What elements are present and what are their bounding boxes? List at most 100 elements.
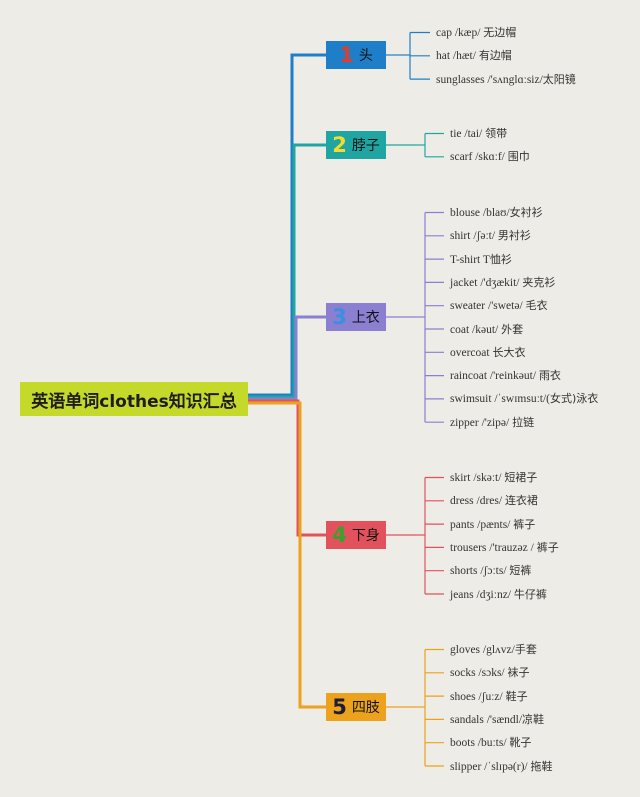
leaf-item: overcoat 长大衣 <box>450 344 525 360</box>
leaf-chinese: 袜子 <box>507 666 530 680</box>
leaf-chinese: 拉链 <box>512 415 535 429</box>
leaf-english: shorts /ʃɔːts/ <box>450 565 510 578</box>
leaf-item: pants /pænts/ 裤子 <box>450 516 535 532</box>
trunk-connector-4 <box>248 399 326 537</box>
leaf-chinese: 连衣裙 <box>504 494 538 508</box>
leaf-english: shirt /ʃəːt/ <box>450 230 498 243</box>
leaf-item: shoes /ʃuːz/ 鞋子 <box>450 688 528 704</box>
leaf-item: jacket /'dʒækit/ 夹克衫 <box>450 274 555 290</box>
leaf-chinese: 靴子 <box>509 736 532 750</box>
leaf-chinese: 手套 <box>514 643 537 656</box>
branch-label: 脖子 <box>351 138 380 154</box>
leaf-chinese: 拖鞋 <box>530 759 553 773</box>
leaf-chinese: 无边帽 <box>483 26 517 39</box>
branch-label: 四肢 <box>351 700 380 716</box>
leaf-chinese: 女式)泳衣 <box>550 392 599 406</box>
leaf-item: cap /kæp/ 无边帽 <box>436 24 516 40</box>
leaf-chinese: 短裙子 <box>504 471 538 484</box>
leaf-english: sandals /'sændl/ <box>450 713 523 726</box>
leaf-english: pants /pænts/ <box>450 518 514 531</box>
branch-label: 上衣 <box>351 310 380 326</box>
leaf-chinese: 长大衣 <box>492 345 526 359</box>
branch-number: 1 <box>339 42 354 67</box>
leaf-english: boots /buːts/ <box>450 737 510 750</box>
leaf-chinese: 太阳镜 <box>542 72 576 86</box>
leaf-chinese: 毛衣 <box>525 299 548 313</box>
leaf-english: trousers /'trauzəz / <box>450 541 537 554</box>
leaf-chinese: 领带 <box>485 127 508 140</box>
leaf-chinese: 凉鞋 <box>522 712 545 726</box>
trunk-connector-2 <box>248 143 326 399</box>
leaf-item: blouse /blaʊ/女衬衫 <box>450 204 543 220</box>
leaf-english: skirt /skəːt/ <box>450 472 505 484</box>
leaf-item: T-shirt T恤衫 <box>450 251 512 267</box>
leaf-english: dress /dres/ <box>450 495 505 508</box>
leaf-chinese: 夹克衫 <box>522 275 556 289</box>
leaf-english: swimsuit /ˈswɪmsuːt/( <box>450 393 550 406</box>
leaf-chinese: 恤衫 <box>489 252 512 266</box>
leaf-english: hat /hæt/ <box>436 50 479 63</box>
leaf-item: socks /sɔks/ 袜子 <box>450 664 530 680</box>
leaf-english: blouse /blaʊ/ <box>450 207 510 219</box>
leaf-item: zipper /'zipə/ 拉链 <box>450 414 534 430</box>
leaf-item: swimsuit /ˈswɪmsuːt/(女式)泳衣 <box>450 390 598 406</box>
leaf-english: tie /tai/ <box>450 128 486 140</box>
trunk-connector-5 <box>248 401 326 709</box>
branch-number: 5 <box>332 694 347 719</box>
leaf-chinese: 男衬衫 <box>497 229 531 243</box>
branch-number: 3 <box>332 304 347 329</box>
leaf-english: coat /kəut/ <box>450 323 502 336</box>
branch-number: 2 <box>332 132 347 157</box>
leaf-item: sweater /'swetə/ 毛衣 <box>450 297 548 313</box>
leaf-chinese: 裤子 <box>513 517 536 531</box>
leaf-chinese: 牛仔裤 <box>513 587 547 601</box>
leaf-item: scarf /skɑːf/ 围巾 <box>450 148 530 164</box>
trunk-connector-3 <box>248 315 326 401</box>
root-node: 英语单词clothes知识汇总 <box>20 382 248 416</box>
leaf-item: sunglasses /'sʌnglɑːsiz/太阳镜 <box>436 71 576 87</box>
leaf-item: raincoat /'reinkəut/ 雨衣 <box>450 367 561 383</box>
branch-label: 头 <box>358 48 373 64</box>
leaf-english: socks /sɔks/ <box>450 667 508 680</box>
leaf-english: T-shirt T <box>450 253 490 266</box>
leaf-english: gloves /glʌvz/ <box>450 644 515 656</box>
leaf-chinese: 围巾 <box>507 150 530 164</box>
leaf-item: boots /buːts/ 靴子 <box>450 734 531 750</box>
leaf-english: sunglasses /'sʌnglɑːsiz/ <box>436 73 543 86</box>
leaf-english: overcoat <box>450 346 493 359</box>
leaf-chinese: 雨衣 <box>538 369 561 383</box>
leaf-chinese: 短裤 <box>509 564 532 578</box>
leaf-item: tie /tai/ 领带 <box>450 125 507 141</box>
leaf-item: hat /hæt/ 有边帽 <box>436 47 512 63</box>
leaf-item: jeans /dʒiːnz/ 牛仔裤 <box>450 586 547 602</box>
branch-label: 下身 <box>351 528 380 544</box>
leaf-chinese: 裤子 <box>536 540 559 554</box>
branch-number: 4 <box>332 522 347 547</box>
leaf-english: zipper /'zipə/ <box>450 416 513 429</box>
leaf-item: trousers /'trauzəz / 裤子 <box>450 539 559 555</box>
leaf-item: gloves /glʌvz/手套 <box>450 641 537 657</box>
leaf-english: jacket /'dʒækit/ <box>450 276 523 289</box>
leaf-item: shirt /ʃəːt/ 男衬衫 <box>450 227 531 243</box>
leaf-english: slipper /ˈslɪpə(r)/ <box>450 760 531 773</box>
leaf-chinese: 有边帽 <box>478 49 512 63</box>
leaf-english: cap /kæp/ <box>436 27 484 39</box>
leaf-chinese: 外套 <box>501 322 524 336</box>
leaf-item: sandals /'sændl/凉鞋 <box>450 711 544 727</box>
leaf-item: shorts /ʃɔːts/ 短裤 <box>450 562 531 578</box>
leaf-english: jeans /dʒiːnz/ <box>450 588 514 601</box>
leaf-english: raincoat /'reinkəut/ <box>450 370 539 383</box>
trunk-connector-1 <box>248 53 326 397</box>
leaf-english: sweater /'swetə/ <box>450 300 526 313</box>
leaf-chinese: 鞋子 <box>505 689 528 703</box>
leaf-item: coat /kəut/ 外套 <box>450 321 523 337</box>
leaf-item: dress /dres/ 连衣裙 <box>450 492 538 508</box>
leaf-item: slipper /ˈslɪpə(r)/ 拖鞋 <box>450 758 552 774</box>
leaf-english: shoes /ʃuːz/ <box>450 690 506 703</box>
